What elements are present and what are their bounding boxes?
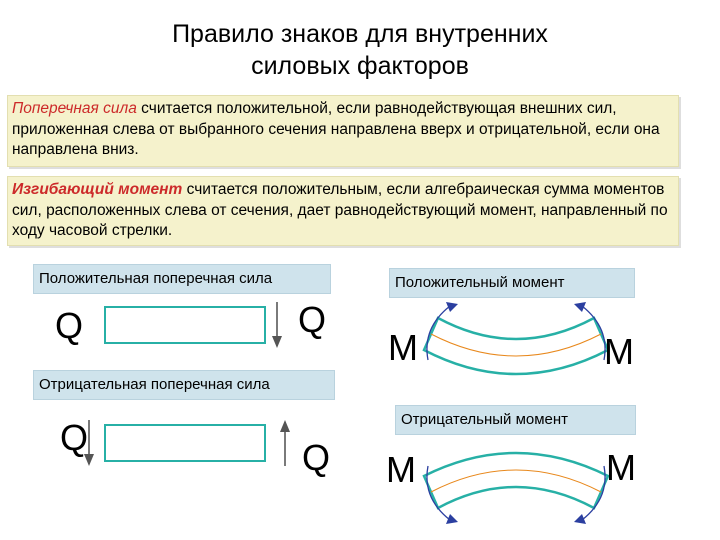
moment-symbol-right-negative: M — [606, 447, 636, 488]
moment-rule-text: считается положительным, если алгебраиче… — [12, 181, 668, 239]
beam-sagging-icon — [422, 302, 610, 376]
positive-moment-label: Положительный момент — [389, 268, 635, 298]
negative-moment-label: Отрицательный момент — [395, 405, 636, 435]
beam-positive-shear — [104, 306, 266, 344]
title-line-1: Правило знаков для внутренних — [172, 20, 548, 48]
arrow-up-icon — [280, 420, 290, 466]
shear-rule-term: Поперечная сила — [12, 100, 137, 117]
moment-symbol-left-negative: M — [386, 449, 416, 490]
beam-hogging-icon — [422, 451, 610, 524]
shear-rule-box: Поперечная сила считается положительной,… — [7, 95, 679, 167]
shear-symbol-right-positive: Q — [298, 299, 327, 340]
shear-rule-text: считается положительной, если равнодейст… — [12, 100, 660, 158]
moment-rule-term: Изгибающий момент — [12, 181, 183, 198]
title-line-2: силовых факторов — [251, 52, 469, 80]
shear-symbol-right-negative: Q — [302, 437, 331, 478]
shear-symbol-left-negative: Q — [60, 417, 89, 458]
beam-negative-shear — [104, 424, 266, 462]
positive-shear-label: Положительная поперечная сила — [33, 264, 331, 294]
arrow-down-icon — [272, 302, 282, 348]
shear-symbol-left-positive: Q — [55, 305, 84, 346]
negative-shear-label: Отрицательная поперечная сила — [33, 370, 335, 400]
moment-rule-box: Изгибающий момент считается положительны… — [7, 176, 679, 246]
arrow-down-icon-left — [84, 420, 94, 466]
moment-symbol-left-positive: M — [388, 327, 418, 368]
slide-title: Правило знаков для внутренних силовых фа… — [0, 18, 720, 82]
moment-symbol-right-positive: M — [604, 331, 634, 372]
